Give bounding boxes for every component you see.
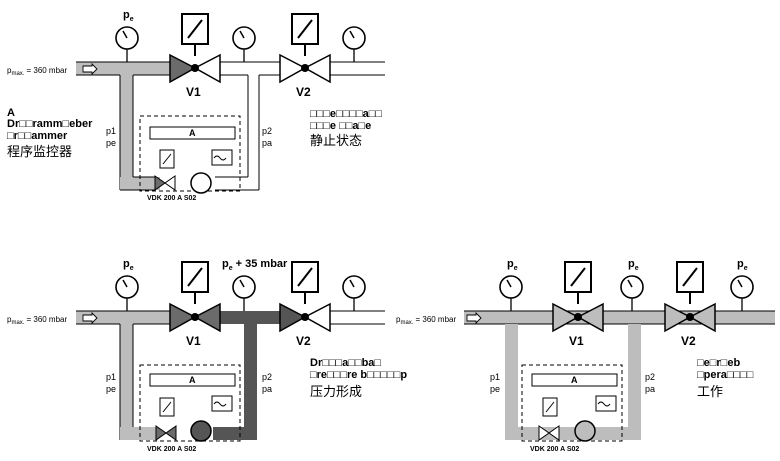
pe-side-label: pe <box>106 138 116 148</box>
state-en-label: □pera□□□□ <box>697 369 754 381</box>
pe-label: pe <box>123 9 134 23</box>
gauge-icon <box>620 275 644 312</box>
p1-label: p1 <box>106 372 116 382</box>
state-en-label: □re□□□re b□□□□□p <box>310 369 407 381</box>
pa-label: pa <box>645 384 655 394</box>
pe-label: pe <box>628 258 639 272</box>
vdk-model-label: VDK 200 A S02 <box>147 195 196 202</box>
vdk-model-label: VDK 200 A S02 <box>530 446 579 453</box>
pe-label: pe <box>123 258 134 272</box>
valve-v1-label: V1 <box>186 334 201 348</box>
panel-2-pressure-buildup <box>76 261 385 442</box>
state-de-label: □e□r□eb <box>697 357 740 369</box>
box-a-label: A <box>571 375 578 385</box>
state-de-label: □□□e□□□□a□□ <box>310 108 382 120</box>
pe-side-label: pe <box>490 384 500 394</box>
gauge-icon <box>115 275 139 312</box>
p2-label: p2 <box>262 372 272 382</box>
panel-1-standby <box>76 13 385 194</box>
pmax-label: pmax.= 360 mbar <box>396 315 456 326</box>
state-zh-label: 工作 <box>697 385 723 400</box>
gauge-icon <box>730 275 754 312</box>
pa-label: pa <box>262 384 272 394</box>
pe-label: pe <box>737 258 748 272</box>
gauge-icon <box>232 275 256 312</box>
programmer-de-label: Dr□□ramm□eber <box>7 118 93 130</box>
pe-side-label: pe <box>106 384 116 394</box>
state-zh-label: 静止状态 <box>310 134 362 149</box>
state-zh-label: 压力形成 <box>310 385 362 400</box>
valve-v1-label: V1 <box>569 334 584 348</box>
programmer-zh-label: 程序监控器 <box>7 145 72 160</box>
pe-label: pe <box>507 258 518 272</box>
box-a-label: A <box>189 375 196 385</box>
gauge-icon <box>342 26 366 63</box>
p1-label: p1 <box>106 126 116 136</box>
state-de-label: Dr□□□a□□ba□ <box>310 357 381 369</box>
p1-label: p1 <box>490 372 500 382</box>
ref-a-label: A <box>7 107 15 119</box>
pe-plus-label: pe+ 35 mbar <box>222 258 288 272</box>
programmer-en-label: □r□□ammer <box>7 130 68 142</box>
valve-v1-label: V1 <box>186 85 201 99</box>
p2-label: p2 <box>645 372 655 382</box>
panel-3-operation <box>464 261 775 442</box>
pa-label: pa <box>262 138 272 148</box>
gauge-icon <box>232 26 256 63</box>
p2-label: p2 <box>262 126 272 136</box>
gauge-icon <box>342 275 366 312</box>
state-en-label: □□□e □□a□e <box>310 120 371 132</box>
pmax-label: pmax.= 360 mbar <box>7 66 67 77</box>
vdk-model-label: VDK 200 A S02 <box>147 446 196 453</box>
gauge-icon <box>115 26 139 63</box>
gauge-icon <box>499 275 523 312</box>
pmax-label: pmax.= 360 mbar <box>7 315 67 326</box>
box-a-label: A <box>189 128 196 138</box>
valve-v2-label: V2 <box>296 85 311 99</box>
valve-v2-label: V2 <box>296 334 311 348</box>
valve-v2-label: V2 <box>681 334 696 348</box>
